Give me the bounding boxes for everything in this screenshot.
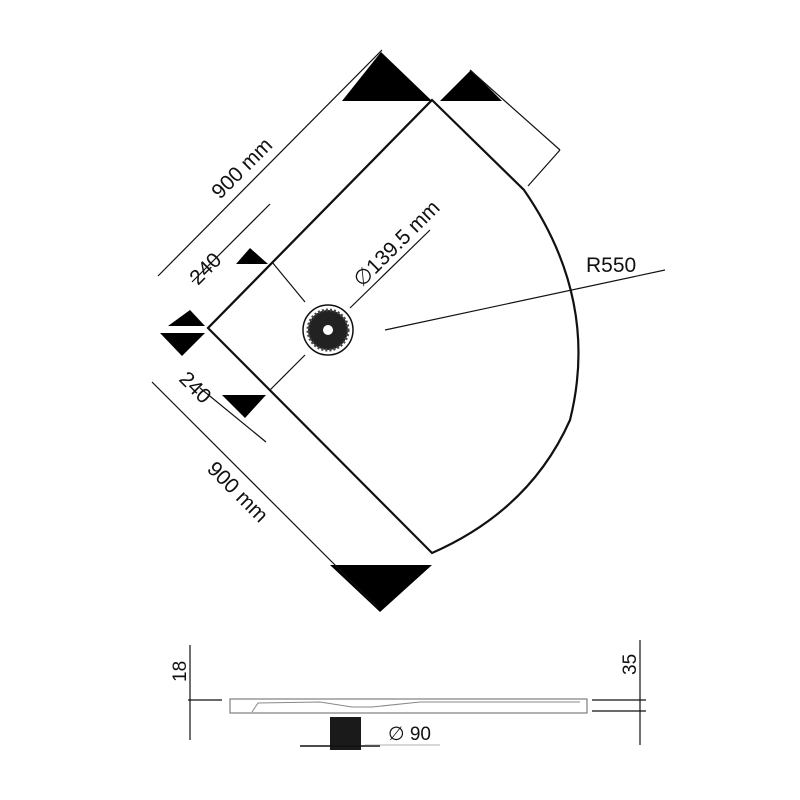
profile-view: 18 35 ∅ 90 [170,640,646,750]
label-total-height: 35 [620,654,641,675]
label-edge-height: 18 [170,661,191,682]
tray-outline [206,98,580,555]
corner-marker-top [342,52,432,101]
corner-marker-left-upper [168,310,205,326]
drain-diameter-leader [349,229,431,309]
drain-axis-lower [269,354,306,391]
label-radius: R550 [586,254,636,277]
marker-240-upper [236,248,268,264]
waste-outlet [330,717,361,750]
dim-tick-right [527,149,561,187]
dim-line-240-upper [191,203,271,283]
drain-icon [302,304,354,356]
dim-line-right [469,69,561,151]
corner-marker-bottom [330,565,432,612]
dim-line-240-lower [199,387,267,443]
dim-line-900-upper [157,49,383,277]
drain-axis-upper [271,261,306,303]
strip-line-top [207,99,433,329]
dim-line-900-lower [151,381,379,609]
label-240-lower: 240 [174,367,215,408]
corner-marker-left-lower [160,333,205,356]
tray-profile [229,698,588,714]
radius-leader [384,269,666,331]
marker-240-lower [222,395,266,418]
label-waste-diameter: ∅ 90 [388,724,431,745]
label-900-upper: 900 mm [207,134,277,204]
label-drain-diameter: ∅139.5 mm [349,196,444,291]
corner-marker-top-right [440,70,502,101]
